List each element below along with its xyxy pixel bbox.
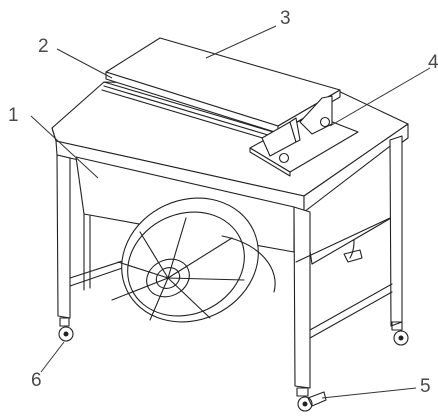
callout-3: 3 (280, 8, 291, 29)
callout-2: 2 (38, 36, 49, 57)
strap-bracket (249, 95, 359, 177)
leader-lines (30, 25, 431, 399)
legs (56, 135, 403, 389)
casters (58, 317, 409, 412)
strap-coil (111, 197, 276, 323)
callout-6: 6 (31, 370, 42, 391)
strap-guide (101, 81, 281, 143)
callout-5: 5 (420, 376, 431, 397)
callout-4: 4 (428, 52, 438, 73)
callout-1: 1 (8, 105, 19, 126)
